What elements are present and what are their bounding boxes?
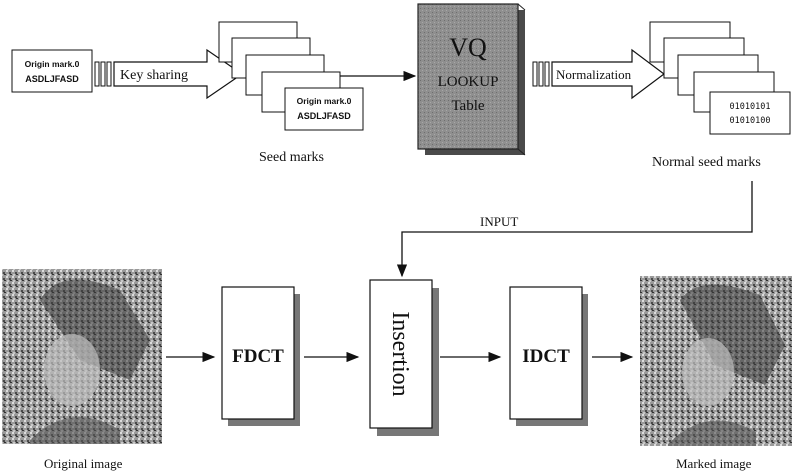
seed-marks-caption: Seed marks xyxy=(259,150,324,165)
idct-block: IDCT xyxy=(510,287,588,426)
fdct-label: FDCT xyxy=(232,346,284,367)
vq-label-line2: LOOKUP xyxy=(438,74,499,90)
insertion-label: Insertion xyxy=(387,311,413,396)
binary-row2: 01010100 xyxy=(730,116,771,126)
original-image-caption: Original image xyxy=(44,456,123,471)
seed-mark-line1: Origin mark.0 xyxy=(297,96,352,106)
input-label: INPUT xyxy=(480,214,518,229)
insertion-block: Insertion xyxy=(370,280,439,436)
seed-mark-line2: ASDLJFASD xyxy=(297,111,351,121)
normalization-label: Normalization xyxy=(556,67,632,82)
vq-label-line1: VQ xyxy=(449,33,487,62)
key-sharing-bars xyxy=(95,62,111,86)
idct-label: IDCT xyxy=(522,346,570,367)
marked-image xyxy=(640,276,792,446)
vq-label-line3: Table xyxy=(451,98,484,114)
marked-image-caption: Marked image xyxy=(676,456,752,471)
source-mark-line1: Origin mark.0 xyxy=(25,59,80,69)
vq-lookup-book: VQ LOOKUP Table xyxy=(418,4,525,155)
source-mark-card: Origin mark.0 ASDLJFASD xyxy=(12,50,92,92)
key-sharing-label: Key sharing xyxy=(120,68,188,83)
original-image xyxy=(2,269,162,444)
normalization-bars xyxy=(533,62,549,86)
fdct-block: FDCT xyxy=(222,287,300,426)
normal-seed-marks-stack: 01010101 01010100 xyxy=(650,22,790,134)
binary-row1: 01010101 xyxy=(730,102,771,112)
normal-seed-marks-caption: Normal seed marks xyxy=(652,155,761,170)
source-mark-line2: ASDLJFASD xyxy=(25,74,79,84)
input-connector-arrow xyxy=(402,181,752,276)
normalization-arrow: Normalization xyxy=(552,50,664,98)
